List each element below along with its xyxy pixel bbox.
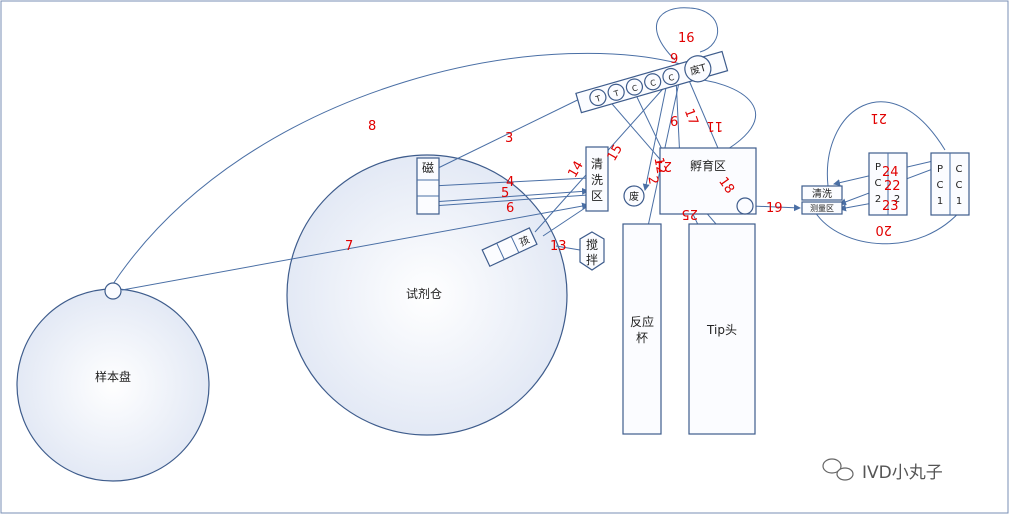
step-number: 15 (605, 142, 626, 164)
step-number: 20 (875, 222, 892, 237)
tip-head-rack (688, 223, 756, 435)
incubation-slot (736, 197, 754, 215)
magnetic-box (416, 157, 440, 215)
flow-line-12 (642, 77, 669, 191)
watermark: IVD小丸子 (822, 458, 943, 483)
rail-slot-label-c2: C (649, 78, 657, 88)
flow-line-13 (555, 245, 581, 251)
cc1-label-1: C (956, 164, 963, 175)
step-number: 8 (368, 119, 376, 134)
rail-slot-c1 (625, 78, 644, 96)
step-number: 11 (706, 118, 723, 133)
step-number: 12 (651, 156, 669, 175)
sample-disk-label: 样本盘 (95, 369, 131, 384)
wash-station (801, 185, 843, 201)
magnetic-label: 磁 (422, 160, 434, 175)
step-number: 2 (644, 175, 660, 186)
pc2-label-1: P (875, 162, 881, 173)
flow-line-6b (675, 77, 684, 161)
reagent-small-box (481, 227, 538, 268)
pc1-label-2: C (937, 180, 944, 191)
rail-slot-label-c1: C (631, 83, 639, 93)
step-number: 14 (566, 159, 587, 181)
step-number: 25 (681, 206, 698, 221)
flow-line-5 (431, 187, 589, 203)
flow-line-21 (826, 101, 946, 187)
wechat-icon-bubble (836, 467, 854, 481)
step-number: 3 (505, 131, 513, 146)
measure-zone (801, 201, 843, 215)
reaction-cup-label-1: 反应 (630, 314, 654, 329)
cc1-label-3: 1 (956, 196, 962, 207)
rail-slot-t1 (589, 88, 607, 107)
wash-station-label: 清洗 (812, 187, 832, 200)
cc1-label-2: C (956, 180, 963, 191)
wash-zone-box (585, 146, 609, 212)
reagent-bin-label: 试剂仓 (406, 286, 442, 301)
flow-line-4 (431, 177, 589, 190)
pc2-label-2: C (875, 178, 882, 189)
watermark-text: IVD小丸子 (862, 463, 943, 483)
reaction-cup-rack (622, 223, 662, 435)
mixer-label-1: 搅 (586, 237, 598, 252)
step-number: 23 (882, 199, 899, 214)
step-number: 17 (681, 107, 701, 128)
waste-circle (623, 185, 645, 207)
rail-slot-label-t1: T (594, 94, 602, 104)
step-number: 13 (550, 239, 567, 254)
sample-pick-point (104, 282, 122, 300)
pc1-label-1: P (937, 164, 943, 175)
pc2-label-4: 2 (894, 194, 900, 205)
incubation-label: 孵育区 (690, 158, 726, 173)
pc2-label-3: 2 (875, 194, 881, 205)
mixer-hexagon (579, 231, 605, 271)
step-number: 4 (506, 175, 514, 190)
flow-line-8 (112, 52, 701, 285)
flow-line-3 (431, 89, 599, 172)
rail-slot-label-t2: T (612, 89, 620, 99)
step-number: 6 (506, 201, 514, 216)
pc1-label-3: 1 (937, 196, 943, 207)
flow-line-16 (655, 7, 718, 61)
waste-t-circle (684, 55, 712, 83)
flow-line-20 (814, 207, 964, 245)
wechat-icon (822, 458, 842, 474)
flow-line-19 (751, 204, 801, 212)
wash-zone-label-1: 清 (591, 157, 603, 171)
step-number: 9 (670, 52, 678, 67)
reagent-bin (286, 154, 568, 436)
flow-line-7 (121, 202, 589, 291)
rail-slot-t2 (607, 83, 625, 101)
flow-line-6a (431, 194, 589, 210)
step-number: 21 (655, 158, 672, 173)
tip-head-label: Tip头 (706, 323, 737, 337)
step-number: 22 (884, 179, 901, 194)
rail-slot-label-c3: C (667, 73, 675, 83)
wash-zone-label-3: 区 (591, 189, 603, 203)
rail-slot-c3 (662, 67, 680, 86)
waste-small-label: 废 (629, 190, 639, 203)
wash-zone-label-2: 洗 (591, 173, 603, 187)
reagent-small-label: 孩 (517, 233, 532, 249)
step-number: 7 (345, 239, 353, 254)
rail-slot-c2 (644, 73, 662, 91)
step-number: 21 (870, 110, 887, 125)
step-number: 16 (678, 31, 695, 46)
reaction-cup-label-2: 杯 (636, 331, 648, 345)
step-number: 24 (882, 165, 899, 180)
step-number: 19 (766, 201, 783, 216)
step-number: 5 (501, 186, 509, 201)
measure-zone-label: 测量区 (810, 204, 834, 213)
step-number: 6 (670, 115, 678, 130)
mixer-label-2: 拌 (586, 252, 598, 267)
sample-disk (16, 288, 210, 482)
